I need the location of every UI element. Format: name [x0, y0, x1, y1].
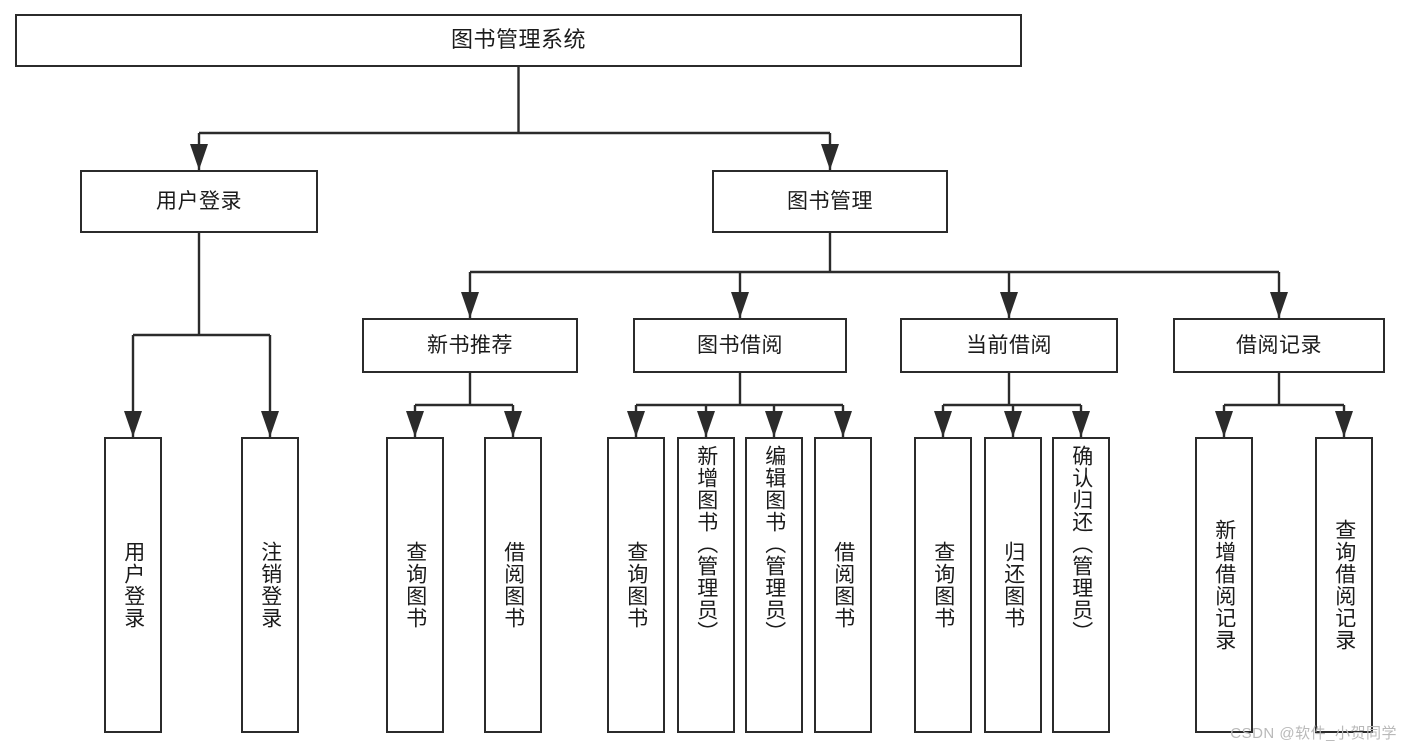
node-label: 查询借阅记录 — [1332, 519, 1356, 651]
node-l-bor-3[interactable]: 编辑图书（管理员） — [745, 437, 803, 733]
node-l-rec-1[interactable]: 新增借阅记录 — [1195, 437, 1253, 733]
node-n-login[interactable]: 用户登录 — [80, 170, 318, 233]
node-l-login-1[interactable]: 用户登录 — [104, 437, 162, 733]
node-n-current[interactable]: 当前借阅 — [900, 318, 1118, 373]
arrow-head-icon — [731, 292, 749, 318]
arrow-head-icon — [627, 411, 645, 437]
node-l-cur-2[interactable]: 归还图书 — [984, 437, 1042, 733]
arrow-head-icon — [1215, 411, 1233, 437]
node-l-bor-2[interactable]: 新增图书（管理员） — [677, 437, 735, 733]
node-n-record[interactable]: 借阅记录 — [1173, 318, 1385, 373]
arrow-head-icon — [1000, 292, 1018, 318]
node-n-new[interactable]: 新书推荐 — [362, 318, 578, 373]
node-label: 新增图书（管理员） — [694, 445, 718, 643]
arrow-head-icon — [821, 144, 839, 170]
arrow-head-icon — [261, 411, 279, 437]
node-l-bor-4[interactable]: 借阅图书 — [814, 437, 872, 733]
arrow-head-icon — [406, 411, 424, 437]
arrow-head-icon — [190, 144, 208, 170]
arrow-head-icon — [124, 411, 142, 437]
node-l-new-2[interactable]: 借阅图书 — [484, 437, 542, 733]
node-label: 查询图书 — [403, 541, 427, 629]
node-label: 图书管理系统 — [450, 27, 586, 53]
node-label: 借阅图书 — [831, 541, 855, 629]
watermark-text: CSDN @软件_小贺同学 — [1230, 725, 1397, 742]
node-l-cur-3[interactable]: 确认归还（管理员） — [1052, 437, 1110, 733]
arrow-head-icon — [697, 411, 715, 437]
node-label: 查询图书 — [931, 541, 955, 629]
node-label: 查询图书 — [624, 541, 648, 629]
arrow-head-icon — [1004, 411, 1022, 437]
arrow-head-icon — [834, 411, 852, 437]
node-label: 归还图书 — [1001, 541, 1025, 629]
node-label: 注销登录 — [258, 541, 282, 629]
arrow-head-icon — [504, 411, 522, 437]
node-label: 借阅图书 — [501, 541, 525, 629]
node-label: 借阅记录 — [1236, 333, 1322, 357]
node-label: 用户登录 — [156, 189, 242, 213]
node-l-new-1[interactable]: 查询图书 — [386, 437, 444, 733]
arrow-head-icon — [1270, 292, 1288, 318]
arrow-head-icon — [1072, 411, 1090, 437]
node-l-rec-2[interactable]: 查询借阅记录 — [1315, 437, 1373, 733]
arrow-head-icon — [765, 411, 783, 437]
node-n-borrow[interactable]: 图书借阅 — [633, 318, 847, 373]
arrow-head-icon — [461, 292, 479, 318]
node-label: 图书管理 — [787, 189, 873, 213]
node-l-cur-1[interactable]: 查询图书 — [914, 437, 972, 733]
node-label: 图书借阅 — [697, 333, 783, 357]
node-root[interactable]: 图书管理系统 — [15, 14, 1022, 67]
arrow-head-icon — [1335, 411, 1353, 437]
node-label: 用户登录 — [121, 541, 145, 629]
node-label: 新书推荐 — [427, 333, 513, 357]
node-n-book[interactable]: 图书管理 — [712, 170, 948, 233]
node-label: 编辑图书（管理员） — [762, 445, 786, 643]
arrow-head-icon — [934, 411, 952, 437]
node-label: 新增借阅记录 — [1212, 519, 1236, 651]
node-label: 当前借阅 — [966, 333, 1052, 357]
node-l-login-2[interactable]: 注销登录 — [241, 437, 299, 733]
node-label: 确认归还（管理员） — [1069, 445, 1093, 643]
node-l-bor-1[interactable]: 查询图书 — [607, 437, 665, 733]
